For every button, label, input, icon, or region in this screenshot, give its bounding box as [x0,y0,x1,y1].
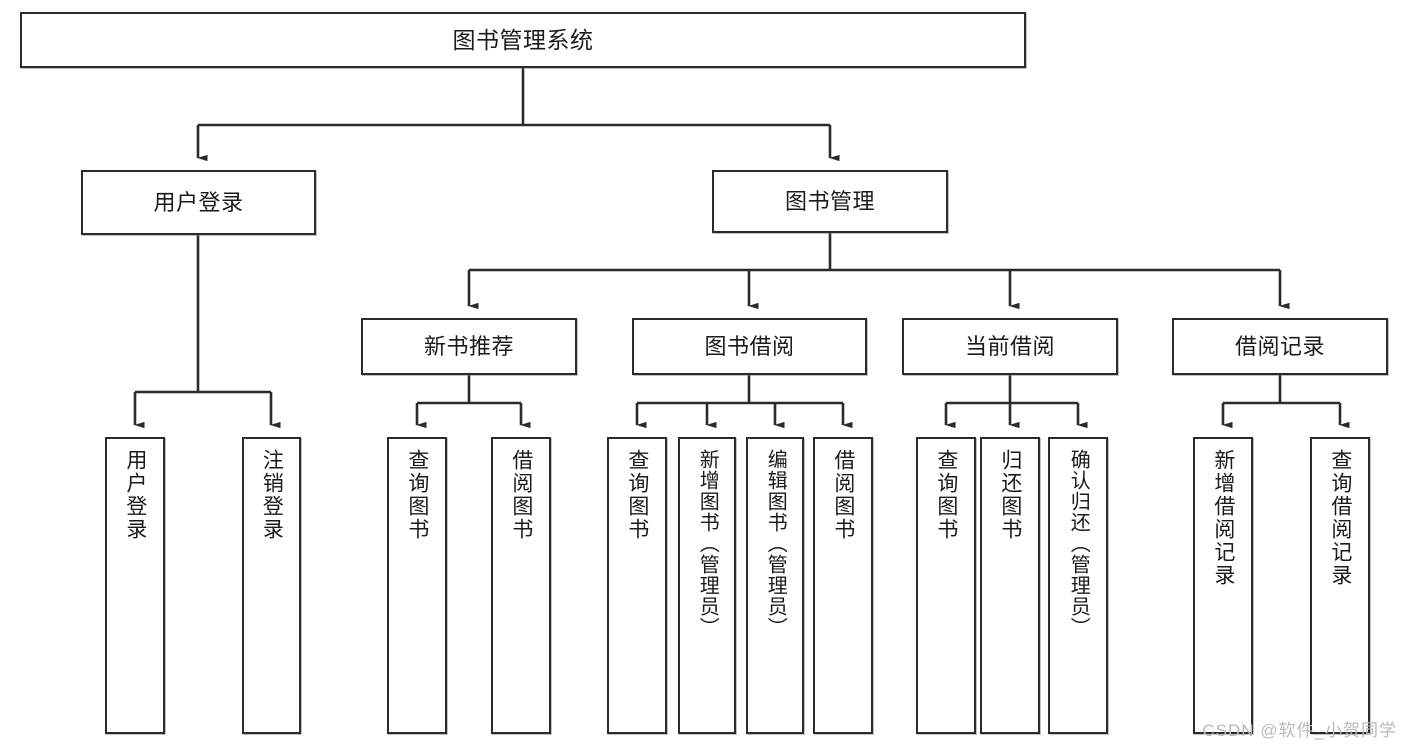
leaf-user-login-login[interactable]: 用户登录 [105,437,165,734]
leaf-label: 新增借阅记录 [1211,449,1235,587]
leaf-label: 注销登录 [260,449,284,541]
leaf-label: 借阅图书 [509,449,533,541]
node-borrow-record-label: 借阅记录 [1234,333,1325,359]
leaf-label: 借阅图书 [831,449,855,541]
node-root-label: 图书管理系统 [452,26,594,53]
node-new-book-recommend-label: 新书推荐 [423,333,514,359]
leaf-user-login-logout[interactable]: 注销登录 [242,437,301,734]
leaf-current-return-book[interactable]: 归还图书 [980,437,1040,734]
leaf-label: 归还图书 [998,449,1022,541]
leaf-current-confirm-return-admin[interactable]: 确认归还（管理员） [1048,437,1108,734]
node-borrow-record[interactable]: 借阅记录 [1172,318,1388,375]
leaf-label: 查询图书 [934,449,958,541]
node-user-login-label: 用户登录 [153,189,244,215]
watermark: CSDN @软件_小贺同学 [1202,721,1397,740]
leaf-record-add-record[interactable]: 新增借阅记录 [1193,437,1253,734]
leaf-label: 查询图书 [625,449,649,541]
node-book-management[interactable]: 图书管理 [712,170,948,233]
leaf-label: 用户登录 [123,449,147,541]
leaf-label: 编辑图书（管理员） [764,449,787,638]
leaf-borrow-add-book-admin[interactable]: 新增图书（管理员） [678,437,736,734]
leaf-label: 新增图书（管理员） [696,449,719,638]
node-current-borrow-label: 当前借阅 [964,333,1055,359]
leaf-label: 查询图书 [405,449,429,541]
leaf-borrow-edit-book-admin[interactable]: 编辑图书（管理员） [746,437,804,734]
node-user-login[interactable]: 用户登录 [81,170,316,235]
leaf-recommend-borrow-book[interactable]: 借阅图书 [491,437,551,734]
leaf-label: 查询借阅记录 [1328,449,1352,587]
leaf-recommend-query-book[interactable]: 查询图书 [387,437,447,734]
leaf-current-query-book[interactable]: 查询图书 [916,437,976,734]
leaf-borrow-query-book[interactable]: 查询图书 [607,437,667,734]
node-current-borrow[interactable]: 当前借阅 [902,318,1118,375]
node-book-borrow-label: 图书借阅 [704,333,795,359]
node-book-management-label: 图书管理 [784,188,875,214]
node-root[interactable]: 图书管理系统 [20,12,1026,68]
node-new-book-recommend[interactable]: 新书推荐 [361,318,577,375]
node-book-borrow[interactable]: 图书借阅 [632,318,867,375]
leaf-borrow-borrow-book[interactable]: 借阅图书 [813,437,873,734]
leaf-record-query-record[interactable]: 查询借阅记录 [1310,437,1370,734]
leaf-label: 确认归还（管理员） [1067,449,1090,638]
